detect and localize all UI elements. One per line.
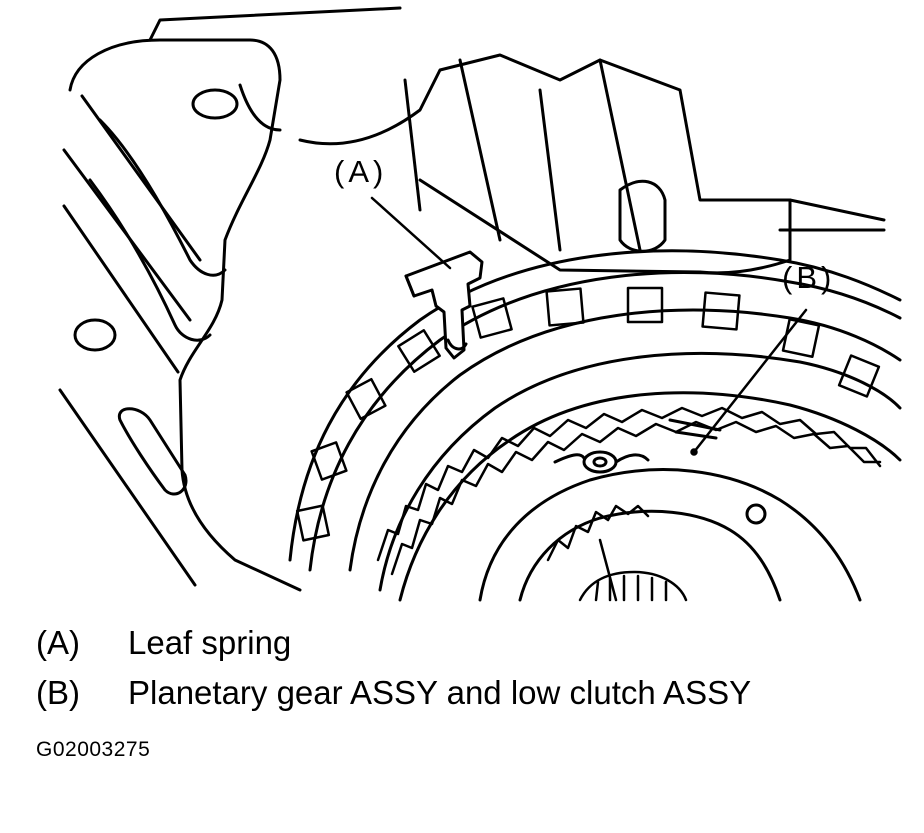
- callout-a-label: (A): [334, 154, 388, 189]
- legend-key: (A): [36, 624, 80, 661]
- legend-text: Leaf spring: [128, 624, 292, 661]
- sun-gear: [546, 504, 688, 602]
- legend-key: (B): [36, 674, 80, 711]
- planetary-carrier: [478, 418, 862, 602]
- legend-text: Planetary gear ASSY and low clutch ASSY: [128, 674, 752, 711]
- leader-lines: [370, 196, 808, 456]
- leader-line-b: [692, 308, 808, 454]
- leader-line-a: [370, 196, 452, 270]
- leaf-spring: [404, 250, 484, 360]
- transmission-case: [58, 6, 402, 592]
- figure-id: G02003275: [36, 738, 151, 761]
- transmission-drawing: [58, 6, 902, 602]
- callout-b-label: (B): [782, 260, 836, 295]
- drum-teeth: [295, 286, 881, 542]
- inner-splines: [376, 406, 882, 576]
- upper-housing: [298, 53, 886, 275]
